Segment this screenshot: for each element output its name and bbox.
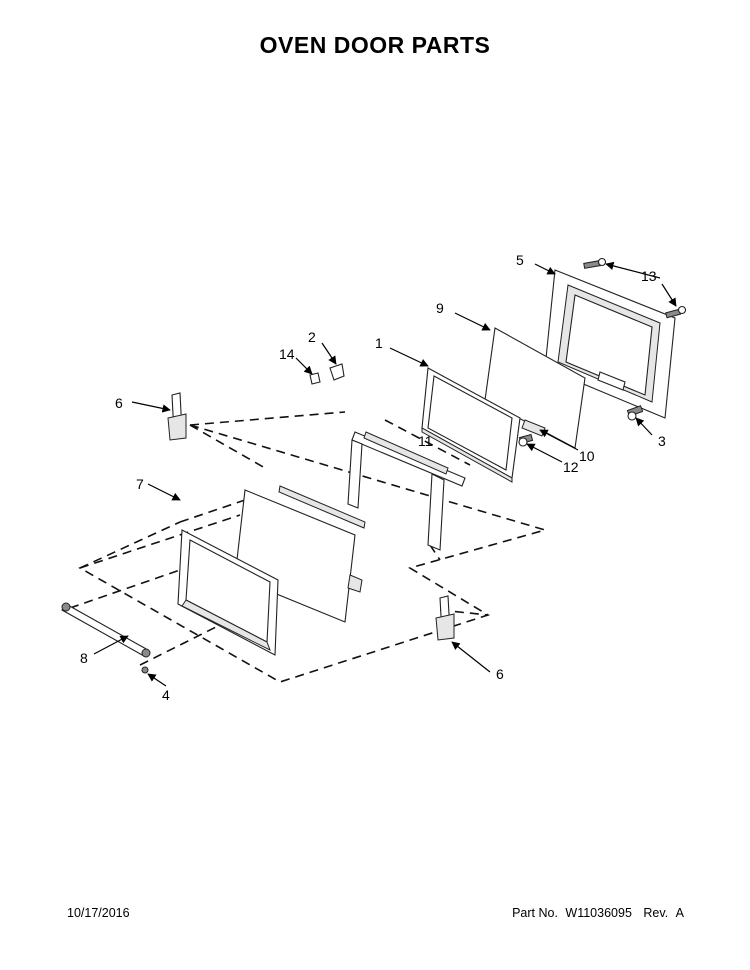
callout-9: 9 — [436, 300, 444, 316]
screw-3 — [626, 405, 644, 421]
callout-6-top: 6 — [115, 395, 123, 411]
callout-1: 1 — [375, 335, 383, 351]
screw-13-right — [665, 305, 687, 319]
hinge-6-right — [435, 595, 455, 641]
callout-13: 13 — [641, 268, 657, 284]
inner-door-panel-1 — [421, 367, 521, 483]
screw-4 — [141, 666, 149, 674]
part-no-value: W11036095 — [565, 906, 632, 920]
hinge-6-left — [167, 392, 187, 441]
rev-label: Rev. — [643, 906, 669, 920]
footer-date: 10/17/2016 — [67, 906, 130, 920]
callout-10: 10 — [579, 448, 595, 464]
footer-part-number: Part No. W11036095 Rev. A — [512, 906, 684, 920]
callout-7: 7 — [136, 476, 144, 492]
callout-leaders — [93, 261, 677, 687]
callout-12: 12 — [563, 459, 579, 475]
outer-door-7 — [177, 529, 279, 656]
door-channel-11 — [347, 431, 466, 551]
callout-4: 4 — [162, 687, 170, 703]
screw-12 — [518, 433, 534, 447]
callout-2: 2 — [308, 329, 316, 345]
callout-6-bottom: 6 — [496, 666, 504, 682]
door-handle-8 — [61, 602, 151, 658]
screw-13-top — [583, 257, 607, 269]
clip-14 — [309, 372, 321, 385]
callout-8: 8 — [80, 650, 88, 666]
page-title: OVEN DOOR PARTS — [259, 32, 491, 58]
rear-door-frame — [544, 269, 676, 419]
rev-value: A — [675, 906, 684, 920]
clip-2 — [329, 363, 345, 381]
callout-14: 14 — [279, 346, 295, 362]
part-no-label: Part No. — [512, 906, 558, 920]
assembly-dashed-lines — [69, 411, 548, 683]
callout-numbers: 1 2 3 4 5 6 6 7 8 9 10 11 12 13 14 — [80, 252, 666, 703]
callout-5: 5 — [516, 252, 524, 268]
callout-3: 3 — [658, 433, 666, 449]
callout-11: 11 — [418, 433, 433, 449]
